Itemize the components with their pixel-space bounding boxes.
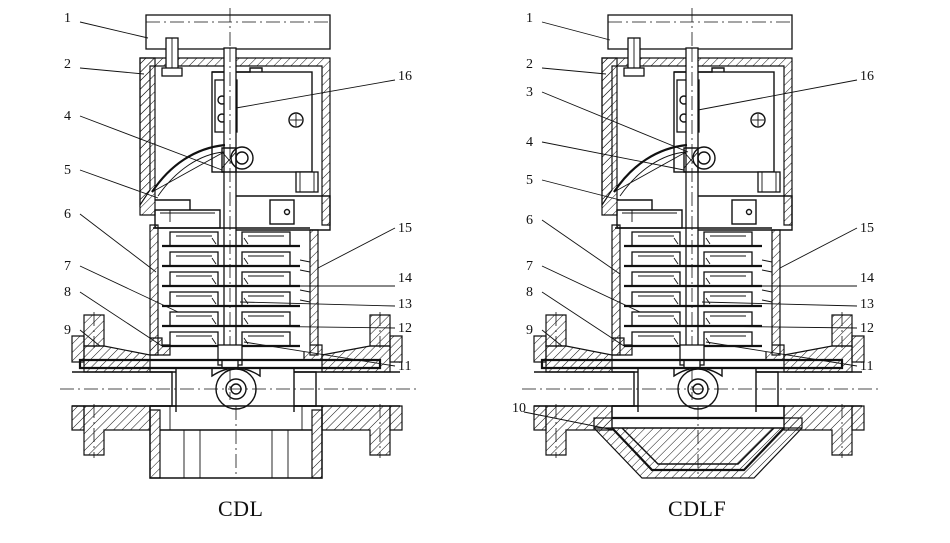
callout-4: 4 [526, 135, 533, 150]
callout-2: 2 [64, 57, 71, 72]
callout-5: 5 [64, 163, 71, 178]
callout-9: 9 [526, 323, 533, 338]
callout-15: 15 [860, 221, 874, 236]
callout-12: 12 [398, 321, 412, 336]
callout-8: 8 [64, 285, 71, 300]
callout-4: 4 [64, 109, 71, 124]
cdlf-pump-drawing: 1 2 3 4 5 6 7 8 9 10 16 15 14 13 12 11 C… [512, 6, 884, 521]
callout-7: 7 [64, 259, 71, 274]
callout-11: 11 [398, 359, 411, 374]
callout-12: 12 [860, 321, 874, 336]
callout-13: 13 [860, 297, 874, 312]
caption-cdlf: CDLF [668, 496, 726, 521]
callout-6: 6 [526, 213, 533, 228]
callout-16: 16 [860, 69, 874, 84]
callout-2: 2 [526, 57, 533, 72]
callout-5: 5 [526, 173, 533, 188]
callout-1: 1 [64, 11, 71, 26]
callout-13: 13 [398, 297, 412, 312]
callout-7: 7 [526, 259, 533, 274]
callout-3: 3 [526, 85, 533, 100]
callout-1: 1 [526, 11, 533, 26]
callout-14: 14 [398, 271, 412, 286]
callout-11: 11 [860, 359, 873, 374]
callout-10: 10 [512, 401, 526, 416]
callout-8: 8 [526, 285, 533, 300]
callout-16: 16 [398, 69, 412, 84]
caption-cdl: CDL [218, 496, 264, 521]
callout-14: 14 [860, 271, 874, 286]
cdl-pump-drawing: 1 2 4 5 6 7 8 9 16 15 14 13 12 11 CDL [58, 6, 422, 521]
callout-6: 6 [64, 207, 71, 222]
callout-15: 15 [398, 221, 412, 236]
callout-9: 9 [64, 323, 71, 338]
